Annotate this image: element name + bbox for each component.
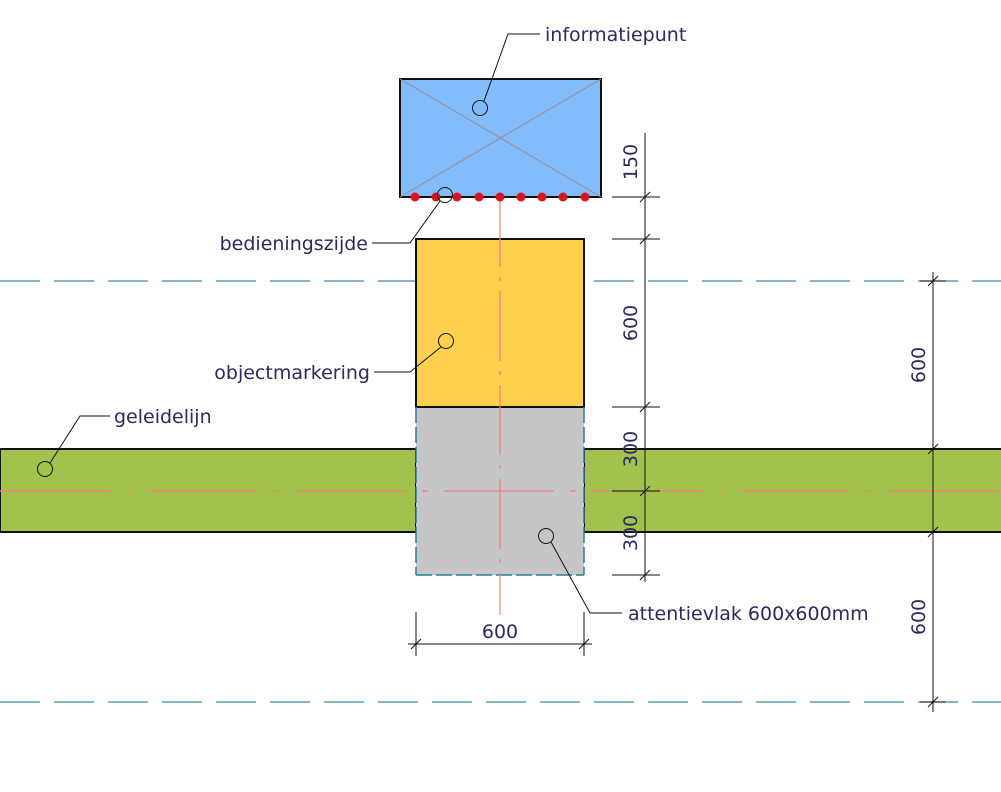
operating-dot bbox=[558, 192, 568, 202]
operating-dot bbox=[452, 192, 462, 202]
operating-dot bbox=[516, 192, 526, 202]
operating-dot bbox=[410, 192, 420, 202]
label-bedieningszijde: bedieningszijde bbox=[220, 233, 368, 255]
dim-right-upper: 600 bbox=[908, 347, 930, 383]
leader-informatiepunt bbox=[472, 33, 540, 116]
right-dimension-chain bbox=[920, 272, 946, 712]
bottom-dimension bbox=[408, 612, 592, 656]
operating-dot bbox=[580, 192, 590, 202]
dim-attention-width: 600 bbox=[482, 621, 518, 643]
dim-attention-upper: 300 bbox=[620, 431, 642, 467]
operating-side-dots bbox=[410, 192, 590, 202]
leader-attentievlak bbox=[538, 528, 622, 614]
center-dimension-chain bbox=[612, 133, 660, 582]
leader-bedieningszijde bbox=[372, 187, 453, 244]
label-attentievlak: attentievlak 600x600mm bbox=[628, 603, 869, 625]
operating-dot bbox=[537, 192, 547, 202]
label-informatiepunt: informatiepunt bbox=[545, 24, 686, 46]
dim-marking-height: 600 bbox=[620, 305, 642, 341]
information-point-cross-b bbox=[399, 78, 602, 198]
dim-info-height: 150 bbox=[620, 144, 642, 180]
label-geleidelijn: geleidelijn bbox=[114, 406, 212, 428]
dim-right-lower: 600 bbox=[908, 599, 930, 635]
dim-attention-lower: 300 bbox=[620, 515, 642, 551]
operating-dot bbox=[495, 192, 505, 202]
leader-geleidelijn bbox=[37, 415, 110, 477]
label-objectmarkering: objectmarkering bbox=[214, 362, 370, 384]
leader-objectmarkering bbox=[374, 333, 454, 373]
operating-dot bbox=[474, 192, 484, 202]
